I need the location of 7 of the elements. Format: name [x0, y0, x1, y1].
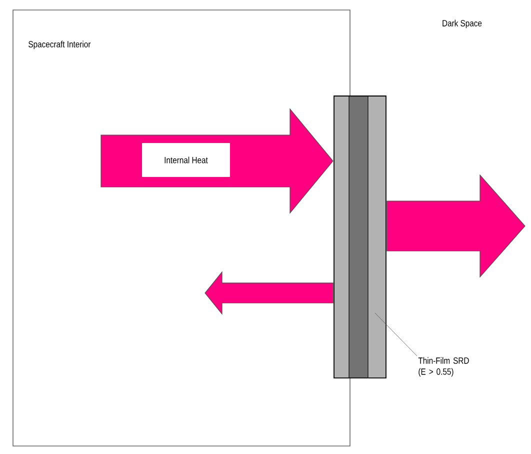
edge-label: Internal Heat	[142, 143, 230, 177]
leader-line	[374, 312, 418, 356]
film-panel	[334, 96, 386, 378]
block-arrow	[386, 174, 526, 278]
block-arrow	[204, 271, 334, 315]
film-label: Thin-Film SRD (E > 0.55)	[418, 357, 469, 377]
region-label: Dark Space	[442, 20, 482, 28]
